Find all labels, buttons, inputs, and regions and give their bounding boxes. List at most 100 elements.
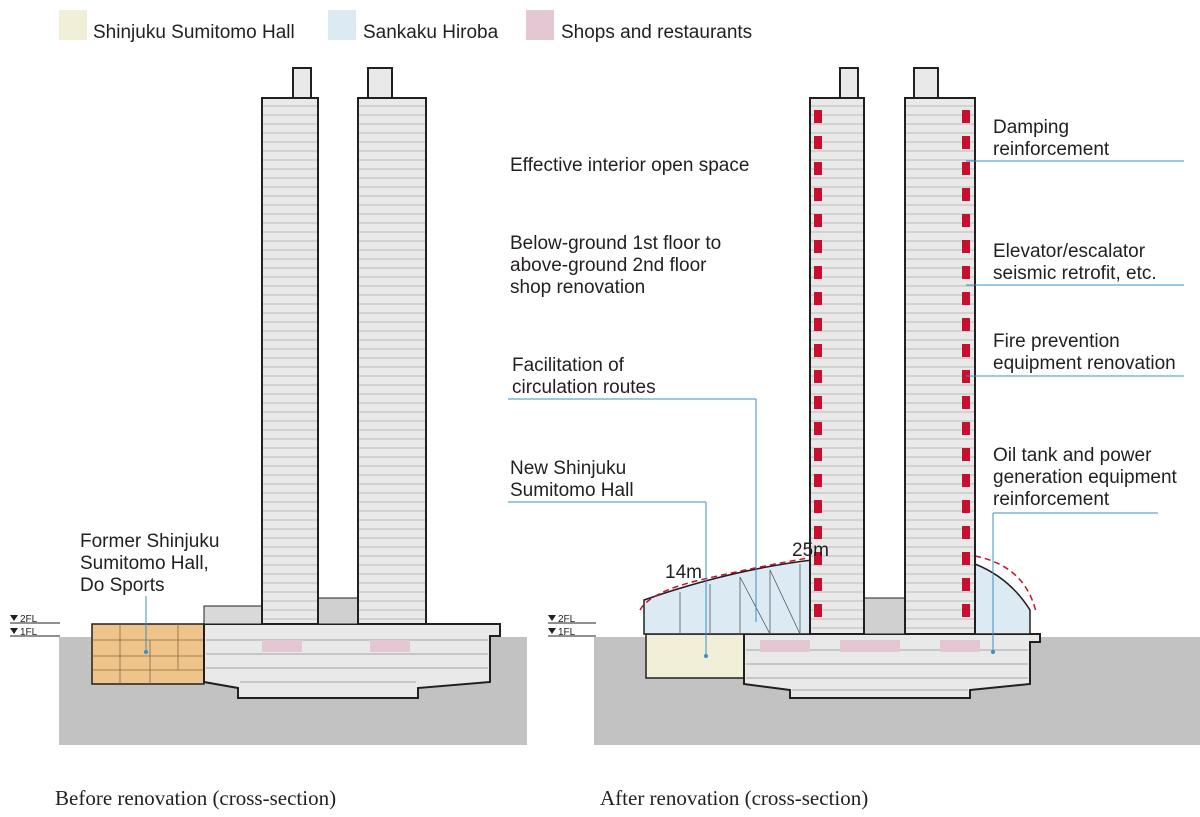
damper-mark	[962, 396, 970, 409]
damper-mark	[962, 214, 970, 227]
damper-mark	[814, 214, 822, 227]
roof-dashed-outline-left	[639, 555, 821, 611]
damper-mark	[814, 188, 822, 201]
before-2fl-triangle	[10, 615, 18, 621]
label-oil-tank-line-2: generation equipment	[993, 467, 1178, 488]
before-caption: Before renovation (cross-section)	[55, 786, 336, 810]
former-hall-label-line-2: Sumitomo Hall,	[80, 553, 209, 574]
damper-mark	[962, 136, 970, 149]
label-fire-line-1: Fire prevention	[993, 331, 1120, 352]
before-section: 2FL 1FL Former Shinjuku Sumitomo Hall, D…	[10, 67, 527, 810]
label-damping-line-1: Damping	[993, 117, 1069, 138]
damper-mark	[962, 318, 970, 331]
damper-mark	[814, 396, 822, 409]
before-1fl-label: 1FL	[20, 627, 38, 638]
label-shop-renovation-line-1: Below-ground 1st floor to	[510, 233, 721, 254]
damper-mark	[814, 318, 822, 331]
damper-mark	[814, 604, 822, 617]
damper-mark	[962, 266, 970, 279]
damper-mark	[814, 292, 822, 305]
damper-mark	[814, 422, 822, 435]
before-basement-floors	[206, 639, 488, 683]
after-shops-strip-2	[840, 640, 900, 652]
after-dome	[863, 597, 909, 635]
roof-dashed-outline-right	[974, 555, 1037, 613]
label-oil-tank: Oil tank and power generation equipment …	[993, 445, 1182, 510]
before-tower-left-top	[292, 67, 312, 99]
label-shop-renovation-line-2: above-ground 2nd floor	[510, 255, 707, 276]
legend-label-hall: Shinjuku Sumitomo Hall	[93, 22, 295, 43]
before-shops-strip-2	[370, 640, 410, 652]
damper-mark	[814, 240, 822, 253]
after-1fl-triangle	[548, 628, 556, 634]
after-shops-strip-1	[760, 640, 810, 652]
former-hall-area	[91, 623, 205, 685]
damper-mark	[962, 578, 970, 591]
damper-mark	[814, 162, 822, 175]
damper-mark	[814, 578, 822, 591]
damper-mark	[814, 526, 822, 539]
before-tower-right-top	[367, 67, 393, 99]
damper-mark	[814, 344, 822, 357]
damper-mark	[962, 448, 970, 461]
after-caption: After renovation (cross-section)	[600, 786, 868, 810]
label-elevator-line-2: seismic retrofit, etc.	[993, 263, 1157, 284]
atrium-truss	[679, 564, 801, 635]
label-open-space: Effective interior open space	[510, 155, 749, 176]
after-1fl-label: 1FL	[558, 627, 576, 638]
after-right-roof	[974, 562, 1031, 635]
label-new-hall-line-2: Sumitomo Hall	[510, 480, 634, 501]
label-fire-line-2: equipment renovation	[993, 353, 1176, 374]
label-elevator-line-1: Elevator/escalator	[993, 241, 1146, 262]
label-open-space-line-1: Effective interior open space	[510, 155, 749, 176]
damper-mark	[962, 500, 970, 513]
legend-label-sankaku: Sankaku Hiroba	[363, 22, 499, 43]
former-hall-label: Former Shinjuku Sumitomo Hall, Do Sports	[80, 531, 225, 596]
former-hall-rooms	[92, 624, 204, 684]
oil-tank-leader-dot	[991, 650, 995, 654]
label-new-hall-line-1: New Shinjuku	[510, 458, 626, 479]
damper-mark	[814, 474, 822, 487]
legend-item-hall: Shinjuku Sumitomo Hall	[59, 10, 295, 43]
damper-mark	[962, 552, 970, 565]
damper-mark	[962, 422, 970, 435]
damper-mark	[962, 474, 970, 487]
after-shops-strip-3	[940, 640, 980, 652]
before-2fl-label: 2FL	[20, 614, 38, 625]
legend-swatch-shops	[526, 10, 554, 40]
dimension-14m: 14m	[665, 562, 702, 583]
label-new-hall: New Shinjuku Sumitomo Hall	[510, 458, 634, 501]
damper-mark	[962, 526, 970, 539]
former-hall-leader-dot	[144, 650, 148, 654]
before-tower-left	[261, 97, 319, 625]
label-circulation-line-1: Facilitation of	[512, 355, 625, 376]
damper-mark	[814, 370, 822, 383]
legend: Shinjuku Sumitomo Hall Sankaku Hiroba Sh…	[59, 10, 752, 43]
label-damping-line-2: reinforcement	[993, 139, 1110, 160]
label-circulation-line-2: circulation routes	[512, 377, 656, 398]
damper-mark	[814, 552, 822, 565]
new-hall-area	[645, 633, 745, 679]
damper-mark	[814, 500, 822, 513]
label-elevator: Elevator/escalator seismic retrofit, etc…	[993, 241, 1157, 284]
label-shop-renovation-line-3: shop renovation	[510, 277, 645, 298]
before-tower-right	[357, 97, 427, 625]
after-tower-right-top	[913, 67, 939, 99]
former-hall-label-line-1: Former Shinjuku	[80, 531, 219, 552]
label-shop-renovation: Below-ground 1st floor to above-ground 2…	[510, 233, 727, 298]
label-fire: Fire prevention equipment renovation	[993, 331, 1176, 374]
after-2fl-label: 2FL	[558, 614, 576, 625]
legend-label-shops: Shops and restaurants	[561, 22, 752, 43]
damper-mark	[962, 240, 970, 253]
before-deck	[203, 605, 265, 625]
after-tower-left	[809, 97, 865, 635]
new-hall-leader-dot	[704, 654, 708, 658]
legend-item-sankaku: Sankaku Hiroba	[328, 10, 499, 43]
after-tower-left-top	[839, 67, 859, 99]
legend-swatch-hall	[59, 10, 87, 40]
damper-mark	[814, 448, 822, 461]
after-floor-marks: 2FL 1FL	[548, 614, 596, 638]
label-oil-tank-line-1: Oil tank and power	[993, 445, 1152, 466]
damper-mark	[962, 604, 970, 617]
